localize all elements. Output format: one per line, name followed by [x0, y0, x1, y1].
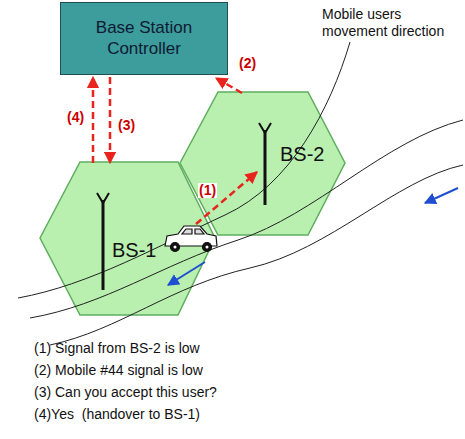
station-name: BS-2	[280, 142, 324, 166]
legend-note: (3) Can you accept this user?	[34, 384, 217, 401]
signal-arrow	[216, 78, 242, 93]
road	[18, 42, 463, 345]
signal-arrow	[109, 77, 112, 163]
car	[165, 226, 217, 252]
callout-number: (1)	[198, 183, 217, 198]
callout-number: (4)	[66, 110, 85, 125]
cell-bs2	[180, 92, 345, 235]
callout-number: (3)	[117, 118, 136, 133]
direction-arrow	[168, 262, 205, 285]
controller-box: Base Station Controller	[60, 2, 228, 75]
direction-arrow	[425, 188, 458, 203]
box-title: Base Station Controller	[69, 18, 219, 59]
signal-arrow	[92, 77, 95, 163]
legend-note: (2) Mobile #44 signal is low	[34, 362, 203, 379]
antenna	[97, 123, 271, 290]
signal-arrow	[196, 172, 257, 224]
callout-number: (2)	[238, 56, 257, 71]
legend-note: (4)Yes (handover to BS-1)	[34, 406, 200, 423]
legend-note: (1) Signal from BS-2 is low	[34, 340, 200, 357]
station-name: BS-1	[112, 238, 156, 262]
cell-bs2: BS-2	[180, 92, 345, 235]
movement-note: Mobile users movement direction	[322, 6, 460, 40]
cell-bs1: BS-1	[40, 162, 215, 315]
